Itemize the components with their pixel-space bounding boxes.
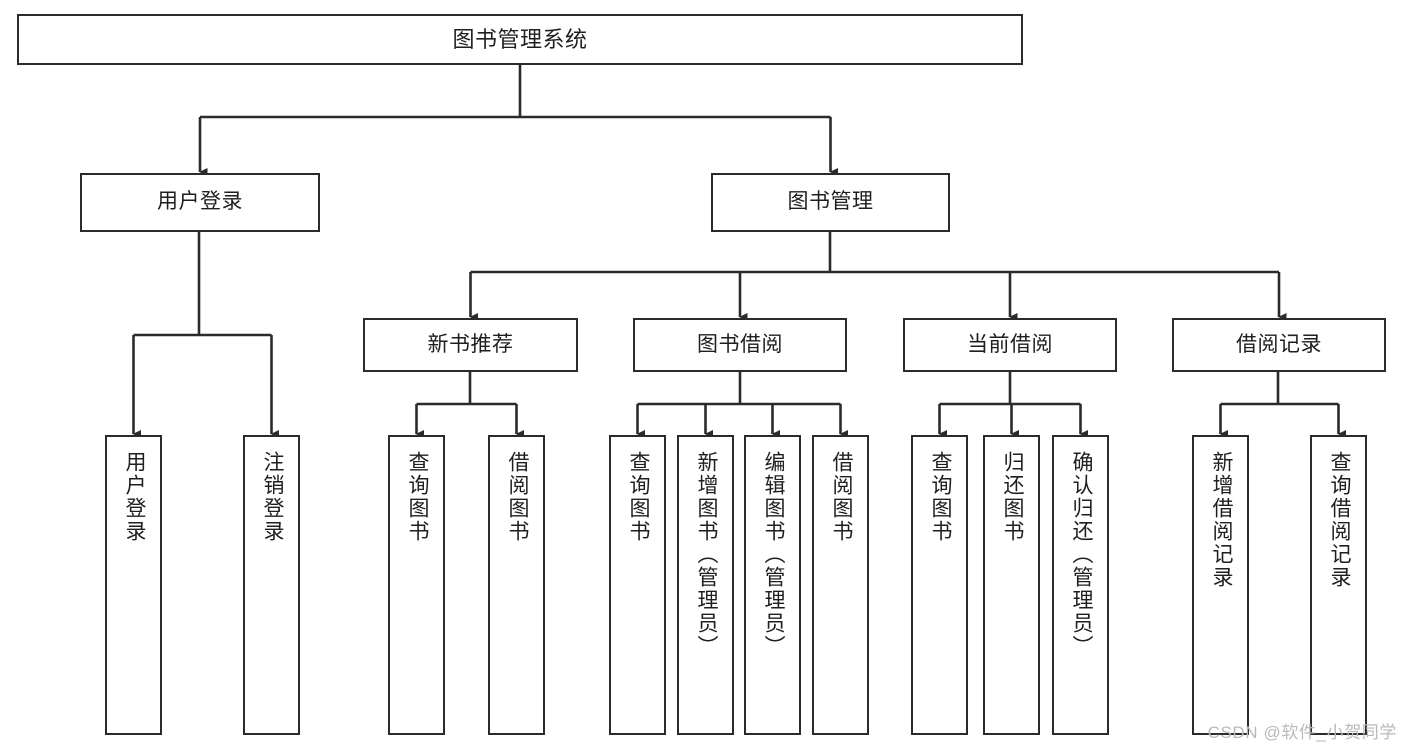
node-leaf-query-book-new[interactable]: 查询图书: [388, 435, 445, 735]
node-leaf-query-book-current[interactable]: 查询图书: [911, 435, 968, 735]
node-leaf-user-logout-label: 注销登录: [260, 451, 284, 543]
node-leaf-query-borrow-record[interactable]: 查询借阅记录: [1310, 435, 1367, 735]
node-leaf-confirm-return[interactable]: 确认归还（管理员）: [1052, 435, 1109, 735]
node-leaf-query-book-borrow-label: 查询图书: [626, 451, 650, 543]
node-new-book-recommend[interactable]: 新书推荐: [363, 318, 578, 372]
node-leaf-query-book-current-label: 查询图书: [928, 451, 952, 543]
node-leaf-query-book-borrow[interactable]: 查询图书: [609, 435, 666, 735]
node-leaf-add-borrow-record-label: 新增借阅记录: [1209, 451, 1233, 589]
node-leaf-borrow-book-new-label: 借阅图书: [505, 451, 529, 543]
node-borrow-record-label: 借阅记录: [1236, 332, 1322, 356]
node-borrow-record[interactable]: 借阅记录: [1172, 318, 1386, 372]
node-leaf-user-login[interactable]: 用户登录: [105, 435, 162, 735]
node-book-manage[interactable]: 图书管理: [711, 173, 950, 232]
node-leaf-borrow-book-label: 借阅图书: [829, 451, 853, 543]
node-leaf-query-borrow-record-label: 查询借阅记录: [1327, 451, 1351, 589]
node-leaf-edit-book-label: 编辑图书（管理员）: [761, 451, 785, 658]
node-root-label: 图书管理系统: [452, 26, 588, 52]
node-current-borrow-label: 当前借阅: [967, 332, 1053, 356]
node-leaf-borrow-book[interactable]: 借阅图书: [812, 435, 869, 735]
node-user-login[interactable]: 用户登录: [80, 173, 320, 232]
csdn-watermark: CSDN @软件_小贺同学: [1207, 723, 1397, 742]
node-leaf-edit-book[interactable]: 编辑图书（管理员）: [744, 435, 801, 735]
node-leaf-query-book-new-label: 查询图书: [405, 451, 429, 543]
node-leaf-borrow-book-new[interactable]: 借阅图书: [488, 435, 545, 735]
node-leaf-user-logout[interactable]: 注销登录: [243, 435, 300, 735]
node-current-borrow[interactable]: 当前借阅: [903, 318, 1117, 372]
node-leaf-user-login-label: 用户登录: [122, 451, 146, 543]
node-leaf-return-book[interactable]: 归还图书: [983, 435, 1040, 735]
node-book-borrow-label: 图书借阅: [697, 332, 783, 356]
node-leaf-confirm-return-label: 确认归还（管理员）: [1069, 451, 1093, 658]
node-new-book-recommend-label: 新书推荐: [427, 332, 514, 356]
node-leaf-add-borrow-record[interactable]: 新增借阅记录: [1192, 435, 1249, 735]
node-root[interactable]: 图书管理系统: [17, 14, 1023, 65]
node-leaf-add-book[interactable]: 新增图书（管理员）: [677, 435, 734, 735]
node-user-login-label: 用户登录: [157, 190, 243, 214]
node-leaf-add-book-label: 新增图书（管理员）: [694, 451, 718, 658]
node-book-borrow[interactable]: 图书借阅: [633, 318, 847, 372]
node-book-manage-label: 图书管理: [787, 190, 874, 214]
node-leaf-return-book-label: 归还图书: [1000, 451, 1024, 543]
